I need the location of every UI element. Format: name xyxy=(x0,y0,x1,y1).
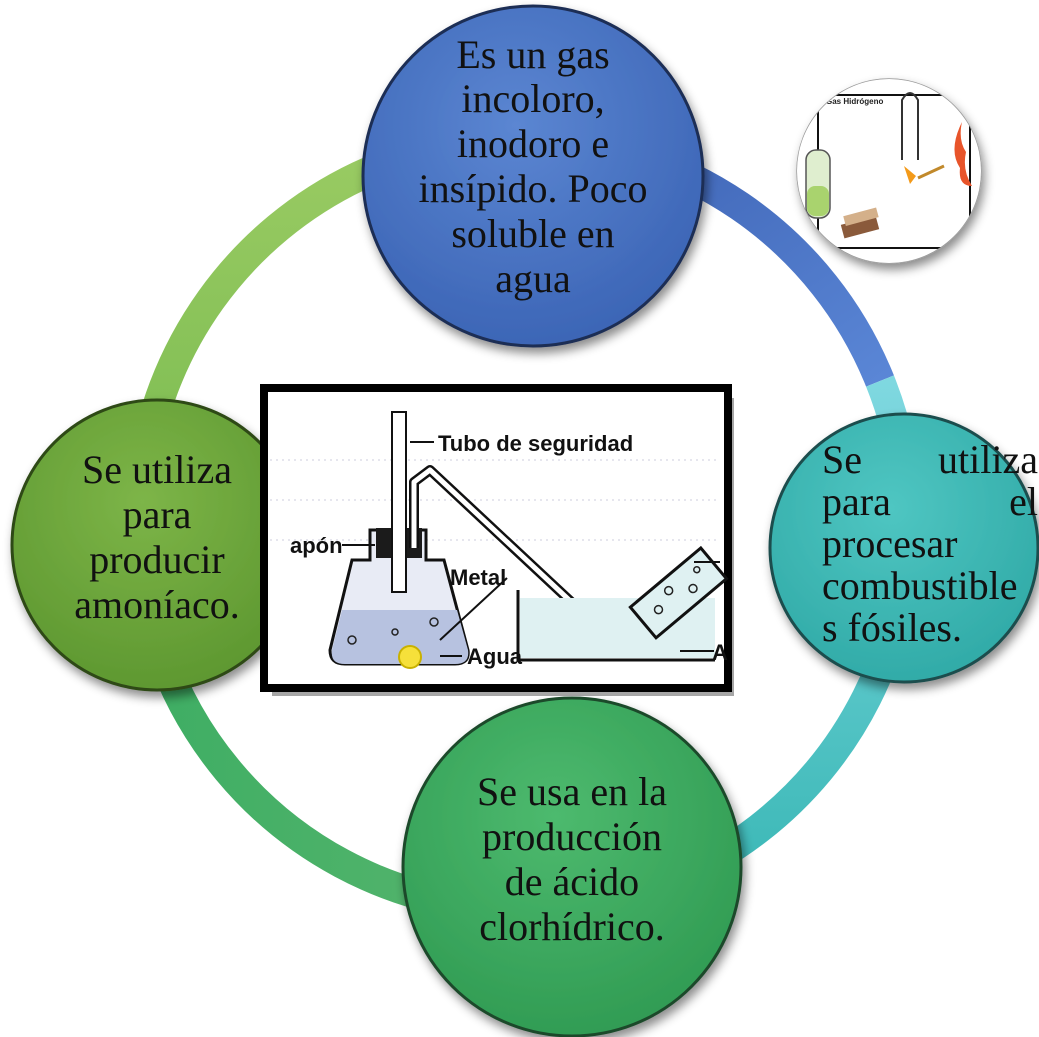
node-top-text: Es un gas incoloro, inodoro e insípido. … xyxy=(418,31,648,301)
label-water: Agua xyxy=(467,644,523,669)
label-metal: Metal xyxy=(450,565,506,590)
photo-label: Gas Hidrógeno xyxy=(826,97,883,106)
label-right-cut: A xyxy=(712,640,728,665)
node-left-text: Se utiliza para producir amoníaco. xyxy=(74,447,240,627)
node-bottom: Se usa en la producción de ácido clorhíd… xyxy=(403,698,741,1036)
hydrogen-photo: Gas Hidrógeno xyxy=(796,78,982,264)
node-left: Se utiliza para producir amoníaco. xyxy=(12,400,302,690)
node-right: Se utiliza para el procesar combustible … xyxy=(770,414,1038,682)
node-top: Es un gas incoloro, inodoro e insípido. … xyxy=(363,6,703,346)
apparatus-figure: Tubo de seguridad apón Metal Agua A xyxy=(260,384,734,696)
label-tube: Tubo de seguridad xyxy=(438,431,633,456)
node-right-disc xyxy=(768,412,1039,684)
node-bottom-text: Se usa en la producción de ácido clorhíd… xyxy=(477,769,667,949)
node-bottom-disc xyxy=(401,696,743,1037)
node-top-disc xyxy=(361,4,705,348)
label-stopper: apón xyxy=(290,533,343,558)
node-right-text: Se utiliza para el procesar combustible … xyxy=(822,437,1038,650)
